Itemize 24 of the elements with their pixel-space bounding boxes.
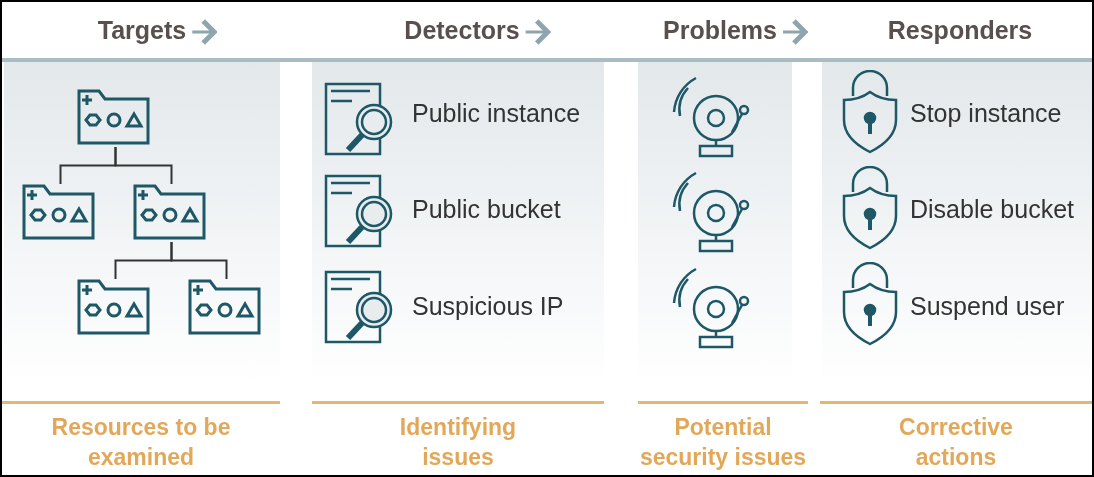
chevron-arrow [192, 18, 217, 46]
folder-icon [133, 182, 206, 240]
tree-connector [170, 241, 228, 280]
chevron-arrow [782, 18, 808, 46]
column-heading: Targets [97, 14, 187, 46]
column-heading: Responders [887, 14, 1033, 46]
responder-label: Disable bucket [910, 194, 1074, 224]
column-caption: Corrective actions [898, 413, 1014, 472]
detector-label: Public instance [412, 98, 581, 128]
tree-connector [114, 146, 173, 185]
responder-label: Stop instance [910, 98, 1062, 128]
folder-icon [188, 277, 261, 335]
responder-label: Suspend user [910, 291, 1065, 321]
detector-label: Suspicious IP [412, 291, 564, 321]
folder-icon [22, 182, 95, 240]
column-caption: Resources to be examined [50, 413, 232, 472]
folder-icon [77, 277, 150, 335]
column-heading: Problems [663, 14, 777, 46]
column-heading: Detectors [404, 14, 520, 46]
folder-icon [77, 87, 150, 145]
detector-label: Public bucket [412, 194, 561, 224]
column-caption: Identifying issues [398, 413, 518, 472]
column-caption: Potential security issues [638, 413, 808, 472]
chevron-arrow [525, 18, 551, 46]
